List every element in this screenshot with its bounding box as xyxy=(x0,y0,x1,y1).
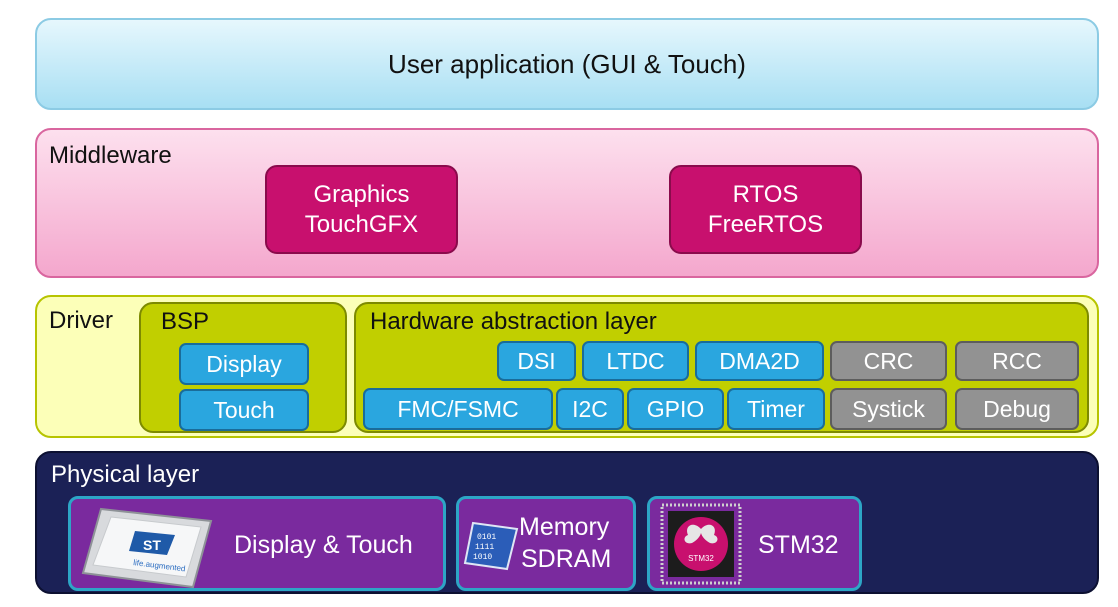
middleware-title: Middleware xyxy=(49,142,172,169)
memory-chip-icon: 0101 1111 1010 xyxy=(463,521,519,571)
display-touch-label: Display & Touch xyxy=(234,531,413,559)
stm32-box: STM32 STM32 xyxy=(647,496,862,591)
rtos-label: RTOS xyxy=(732,180,799,208)
physical-layer: Physical layer ST life.augmented Display… xyxy=(35,451,1099,594)
hal-systick-box: Systick xyxy=(830,388,947,430)
display-touch-box: ST life.augmented Display & Touch xyxy=(68,496,446,591)
svg-text:1111: 1111 xyxy=(475,543,494,552)
hal-timer-box: Timer xyxy=(727,388,825,430)
hal-ltdc-box: LTDC xyxy=(582,341,689,381)
bsp-title: BSP xyxy=(161,308,210,335)
display-device-icon: ST life.augmented xyxy=(81,507,213,589)
hal-fmc-fsmc-box: FMC/FSMC xyxy=(363,388,553,430)
graphics-label: Graphics xyxy=(313,180,410,208)
user-application-layer: User application (GUI & Touch) xyxy=(35,18,1099,110)
stm32-label: STM32 xyxy=(758,531,839,559)
driver-title: Driver xyxy=(49,307,113,334)
user-application-label: User application (GUI & Touch) xyxy=(388,48,746,79)
hal-dsi-box: DSI xyxy=(497,341,576,381)
memory-label: Memory xyxy=(519,513,610,541)
bsp-touch-box: Touch xyxy=(179,389,309,431)
hal-gpio-box: GPIO xyxy=(627,388,724,430)
hal-dma2d-box: DMA2D xyxy=(695,341,824,381)
hal-panel: Hardware abstraction layer DSI LTDC DMA2… xyxy=(354,302,1089,433)
hal-debug-box: Debug xyxy=(955,388,1079,430)
rtos-freertos-box: RTOS FreeRTOS xyxy=(669,165,862,254)
stm32-chip-icon: STM32 xyxy=(660,503,742,585)
middleware-layer: Middleware Graphics TouchGFX RTOS FreeRT… xyxy=(35,128,1099,278)
hal-i2c-box: I2C xyxy=(556,388,624,430)
memory-sdram-box: 0101 1111 1010 Memory SDRAM xyxy=(456,496,636,591)
stm32-chip-text: STM32 xyxy=(688,554,714,563)
sdram-label: SDRAM xyxy=(521,545,612,573)
hal-title: Hardware abstraction layer xyxy=(370,308,657,335)
bsp-display-box: Display xyxy=(179,343,309,385)
graphics-touchgfx-box: Graphics TouchGFX xyxy=(265,165,458,254)
physical-title: Physical layer xyxy=(51,461,200,488)
hal-rcc-box: RCC xyxy=(955,341,1079,381)
svg-text:1010: 1010 xyxy=(473,553,492,562)
bsp-panel: BSP Display Touch xyxy=(139,302,347,433)
hal-crc-box: CRC xyxy=(830,341,947,381)
st-logo-text: ST xyxy=(143,537,161,553)
svg-text:0101: 0101 xyxy=(477,533,496,542)
driver-layer: Driver BSP Display Touch Hardware abstra… xyxy=(35,295,1099,438)
freertos-label: FreeRTOS xyxy=(707,210,824,238)
touchgfx-label: TouchGFX xyxy=(304,210,419,238)
